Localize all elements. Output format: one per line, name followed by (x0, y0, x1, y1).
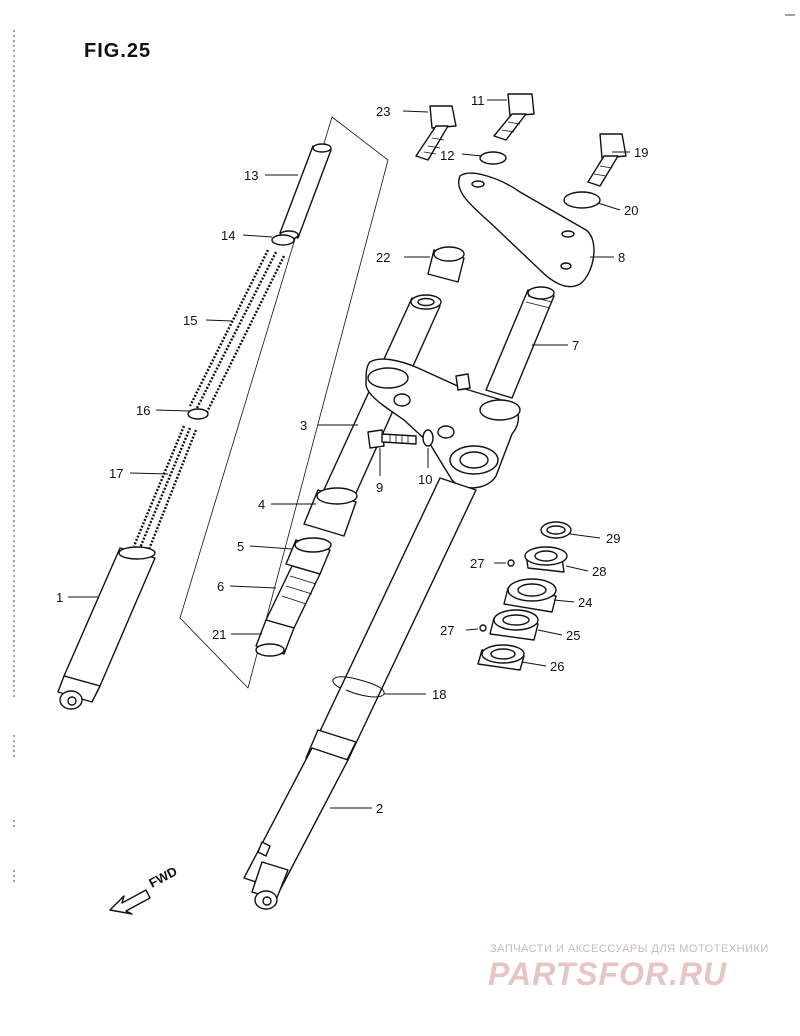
label-10: 10 (418, 472, 432, 487)
bearing-stack (477, 521, 572, 671)
washer-10 (422, 429, 434, 447)
label-29: 29 (606, 531, 620, 546)
internal-parts-frame (179, 116, 389, 689)
label-23: 23 (376, 104, 390, 119)
washer-20 (563, 191, 601, 209)
washer-16 (187, 408, 209, 420)
label-25: 25 (566, 628, 580, 643)
label-20: 20 (624, 203, 638, 218)
label-27-upper: 27 (470, 556, 484, 571)
seal-5 (285, 537, 332, 575)
bushing-4 (303, 487, 358, 537)
spring-15 (188, 249, 286, 415)
bolt-23 (415, 105, 457, 161)
label-9: 9 (376, 480, 383, 495)
lower-bracket (365, 358, 521, 489)
label-6: 6 (217, 579, 224, 594)
label-11: 11 (471, 93, 485, 108)
label-7: 7 (572, 338, 579, 353)
dust-seal-26 (477, 644, 525, 671)
washer-12 (479, 151, 507, 165)
label-17: 17 (109, 466, 123, 481)
label-8: 8 (618, 250, 625, 265)
ball-27-lower (479, 624, 487, 632)
label-24: 24 (578, 595, 592, 610)
label-1: 1 (56, 590, 63, 605)
label-2: 2 (376, 801, 383, 816)
watermark: ЗАПЧАСТИ И АКСЕССУАРЫ ДЛЯ МОТОТЕХНИКИ PA… (488, 943, 769, 992)
label-22: 22 (376, 250, 390, 265)
bolt-9 (367, 429, 417, 449)
watermark-logo: PARTSFOR.RU (488, 956, 727, 992)
piston-6 (265, 565, 321, 629)
washer-14 (271, 234, 295, 246)
bolt-19 (587, 133, 627, 187)
outer-tube-1 (57, 546, 156, 710)
label-4: 4 (258, 497, 265, 512)
part-labels: 13 14 15 16 17 1 3 4 5 6 21 22 23 11 12 … (56, 93, 648, 816)
upper-bracket-8 (457, 172, 595, 288)
bearing-race-24 (503, 578, 557, 613)
label-14: 14 (221, 228, 235, 243)
label-27-lower: 27 (440, 623, 454, 638)
label-5: 5 (237, 539, 244, 554)
washer-29 (540, 521, 572, 539)
spacer-tube-13 (279, 143, 332, 240)
leader-lines (68, 99, 630, 809)
label-12: 12 (440, 148, 454, 163)
cap-22 (427, 246, 465, 283)
cylinder-base-21 (255, 619, 295, 657)
label-13: 13 (244, 168, 258, 183)
label-19: 19 (634, 145, 648, 160)
forward-direction-indicator: FWD (109, 864, 180, 915)
label-16: 16 (136, 403, 150, 418)
label-21: 21 (212, 627, 226, 642)
margin-marks (13, 14, 795, 885)
label-3: 3 (300, 418, 307, 433)
label-28: 28 (592, 564, 606, 579)
label-15: 15 (183, 313, 197, 328)
label-18: 18 (432, 687, 446, 702)
label-26: 26 (550, 659, 564, 674)
spring-17 (132, 425, 198, 553)
nut-28 (524, 546, 568, 573)
circlip-18 (332, 676, 385, 698)
fwd-arrow-icon (109, 889, 151, 915)
ball-27-upper (507, 559, 515, 567)
figure-title: FIG.25 (84, 40, 151, 62)
bearing-race-25 (489, 609, 539, 641)
watermark-tagline: ЗАПЧАСТИ И АКСЕССУАРЫ ДЛЯ МОТОТЕХНИКИ (490, 943, 769, 955)
fwd-label: FWD (146, 864, 179, 891)
bolt-11 (493, 93, 535, 141)
steering-stem-7 (485, 286, 555, 399)
outer-tube-2 (243, 477, 477, 910)
